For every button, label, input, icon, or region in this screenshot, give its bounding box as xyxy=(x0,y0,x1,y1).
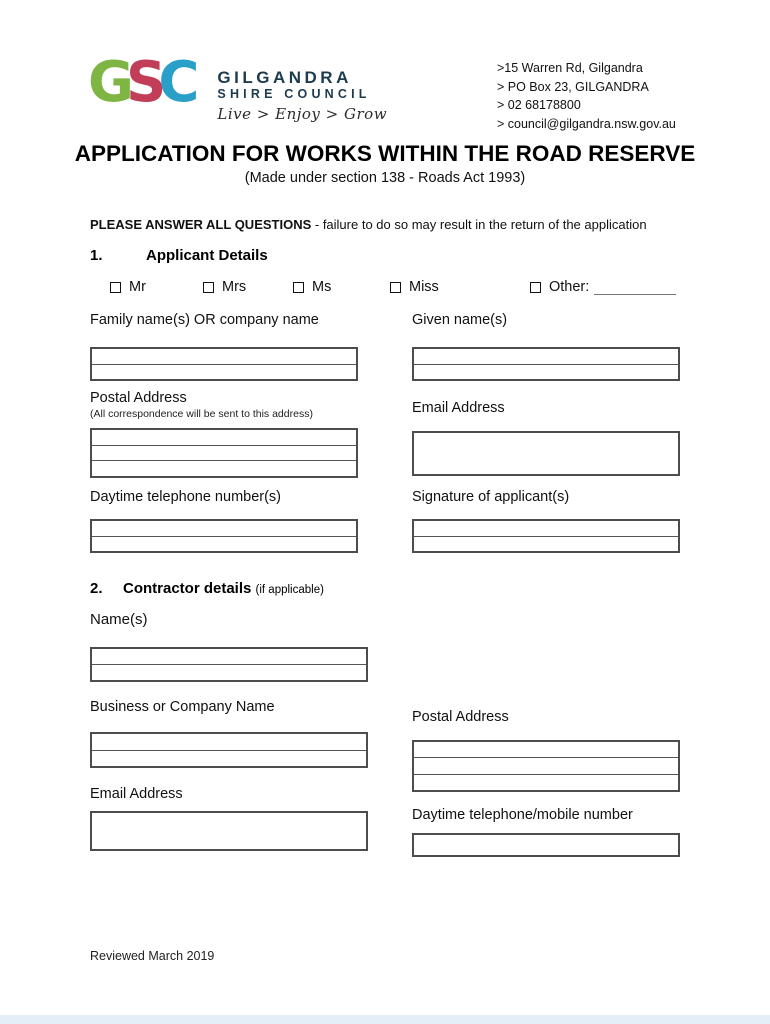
business-name-label: Business or Company Name xyxy=(90,699,275,715)
contractor-name-input-row[interactable] xyxy=(92,649,366,664)
applicant-phone-field[interactable] xyxy=(90,519,358,553)
signature-input-row[interactable] xyxy=(414,535,678,552)
family-name-field[interactable] xyxy=(90,347,358,381)
instruction-line: PLEASE ANSWER ALL QUESTIONS - failure to… xyxy=(90,217,647,232)
applicant-postal-note: (All correspondence will be sent to this… xyxy=(90,408,313,420)
instruction-bold: PLEASE ANSWER ALL QUESTIONS xyxy=(90,217,312,232)
section-2-number: 2. xyxy=(90,580,103,597)
title-option-mr-label: Mr xyxy=(129,279,146,295)
org-name-line2: SHIRE COUNCIL xyxy=(217,87,371,101)
section-2-heading: 2. Contractor details (if applicable) xyxy=(90,580,324,597)
contractor-phone-field[interactable] xyxy=(412,833,680,857)
page-title: APPLICATION FOR WORKS WITHIN THE ROAD RE… xyxy=(74,141,696,166)
logo-letter-c: C xyxy=(158,50,199,115)
contractor-postal-field[interactable] xyxy=(412,740,680,792)
page-bottom-strip xyxy=(0,1015,770,1024)
family-name-label: Family name(s) OR company name xyxy=(90,312,319,328)
title-option-mr[interactable]: Mr xyxy=(110,279,146,295)
applicant-postal-input-row[interactable] xyxy=(92,460,356,476)
section-1-title: Applicant Details xyxy=(146,247,268,264)
title-option-miss-label: Miss xyxy=(409,279,439,295)
title-option-mrs-label: Mrs xyxy=(222,279,247,295)
contact-line-email: > council@gilgandra.nsw.gov.au xyxy=(497,116,676,131)
contact-line-pobox: > PO Box 23, GILGANDRA xyxy=(497,79,649,94)
contractor-name-label: Name(s) xyxy=(90,611,148,628)
checkbox-other-icon[interactable] xyxy=(530,281,541,293)
applicant-postal-input-row[interactable] xyxy=(92,444,356,461)
contact-line-address: >15 Warren Rd, Gilgandra xyxy=(497,61,643,75)
section-2-note: (if applicable) xyxy=(255,584,324,596)
instruction-rest: - failure to do so may result in the ret… xyxy=(311,217,647,232)
council-logo: GSC GILGANDRA SHIRE COUNCIL Live > Enjoy… xyxy=(88,52,387,124)
contractor-postal-label: Postal Address xyxy=(412,709,509,725)
logo-letter-s: S xyxy=(125,50,166,115)
logo-letter-g: G xyxy=(88,50,134,115)
org-tagline: Live > Enjoy > Grow xyxy=(217,105,388,123)
section-1-heading: 1. Applicant Details xyxy=(90,247,268,264)
contractor-phone-input[interactable] xyxy=(414,835,678,855)
page-subtitle: (Made under section 138 - Roads Act 1993… xyxy=(244,170,526,186)
business-name-input-row[interactable] xyxy=(92,734,366,750)
business-name-input-row[interactable] xyxy=(92,749,366,767)
family-name-input-row[interactable] xyxy=(92,349,356,364)
checkbox-mrs-icon[interactable] xyxy=(203,281,214,293)
applicant-email-label: Email Address xyxy=(412,400,505,416)
title-option-ms[interactable]: Ms xyxy=(293,279,331,295)
contractor-email-input[interactable] xyxy=(92,813,366,849)
contractor-email-label: Email Address xyxy=(90,786,183,802)
contact-line-phone: > 02 68178800 xyxy=(497,98,581,112)
family-name-input-row[interactable] xyxy=(92,363,356,380)
applicant-postal-input-row[interactable] xyxy=(92,430,356,445)
contact-details: >15 Warren Rd, Gilgandra > PO Box 23, GI… xyxy=(497,59,676,133)
contractor-email-field[interactable] xyxy=(90,811,368,851)
contractor-name-input-row[interactable] xyxy=(92,664,366,680)
signature-input-row[interactable] xyxy=(414,521,678,536)
footer-reviewed-date: Reviewed March 2019 xyxy=(90,949,215,963)
applicant-postal-label: Postal Address xyxy=(90,390,187,406)
given-name-field[interactable] xyxy=(412,347,680,381)
other-title-input[interactable] xyxy=(594,280,677,295)
contractor-phone-label: Daytime telephone/mobile number xyxy=(412,807,633,823)
applicant-phone-label: Daytime telephone number(s) xyxy=(90,489,282,505)
applicant-postal-field[interactable] xyxy=(90,428,358,478)
applicant-email-input[interactable] xyxy=(414,433,678,474)
contractor-name-field[interactable] xyxy=(90,647,368,682)
given-name-label: Given name(s) xyxy=(412,312,508,328)
applicant-phone-input-row[interactable] xyxy=(92,521,356,536)
checkbox-mr-icon[interactable] xyxy=(110,281,121,293)
applicant-email-field[interactable] xyxy=(412,431,680,476)
title-option-miss[interactable]: Miss xyxy=(390,279,439,295)
title-option-other[interactable]: Other: xyxy=(530,279,677,295)
checkbox-ms-icon[interactable] xyxy=(293,281,304,293)
contractor-postal-input-row[interactable] xyxy=(414,757,678,773)
section-2-title: Contractor details xyxy=(123,580,252,597)
given-name-input-row[interactable] xyxy=(414,349,678,364)
contractor-postal-input-row[interactable] xyxy=(414,742,678,757)
org-name-line1: GILGANDRA xyxy=(217,68,352,87)
signature-field[interactable] xyxy=(412,519,680,553)
title-option-other-label: Other: xyxy=(549,279,590,295)
contractor-postal-input-row[interactable] xyxy=(414,773,678,790)
gsc-logo-letters: GSC xyxy=(88,52,205,114)
signature-label: Signature of applicant(s) xyxy=(412,489,570,505)
section-1-number: 1. xyxy=(90,247,103,264)
business-name-field[interactable] xyxy=(90,732,368,768)
given-name-input-row[interactable] xyxy=(414,363,678,380)
title-option-ms-label: Ms xyxy=(312,279,332,295)
title-option-mrs[interactable]: Mrs xyxy=(203,279,246,295)
checkbox-miss-icon[interactable] xyxy=(390,281,401,293)
applicant-phone-input-row[interactable] xyxy=(92,535,356,552)
logo-text-block: GILGANDRA SHIRE COUNCIL Live > Enjoy > G… xyxy=(217,52,387,123)
